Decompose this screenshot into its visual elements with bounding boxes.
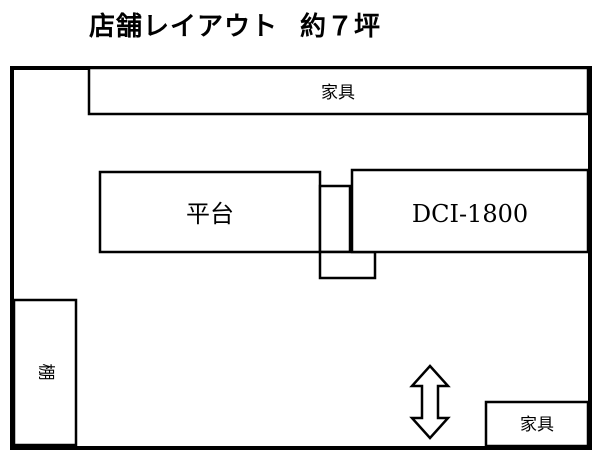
room-outline bbox=[10, 66, 592, 450]
title-main: 店舗レイアウト bbox=[89, 12, 279, 42]
title-area: 約７坪 bbox=[300, 12, 382, 42]
shelf-label: 棚 bbox=[36, 364, 56, 381]
platform-label: 平台 bbox=[186, 200, 234, 228]
small-stand bbox=[318, 250, 377, 280]
connector-column bbox=[318, 184, 352, 254]
dci-1800-unit bbox=[350, 168, 590, 254]
furniture-bottom-label: 家具 bbox=[520, 415, 554, 435]
furniture-top-label: 家具 bbox=[321, 83, 355, 103]
furniture-bottom bbox=[484, 400, 590, 448]
page-title: 店舗レイアウト約７坪 bbox=[89, 14, 381, 40]
double-arrow-vertical-icon bbox=[409, 364, 451, 440]
furniture-top bbox=[87, 66, 590, 116]
dci-label: DCⅠ-1800 bbox=[412, 200, 528, 228]
shelf bbox=[12, 298, 78, 447]
